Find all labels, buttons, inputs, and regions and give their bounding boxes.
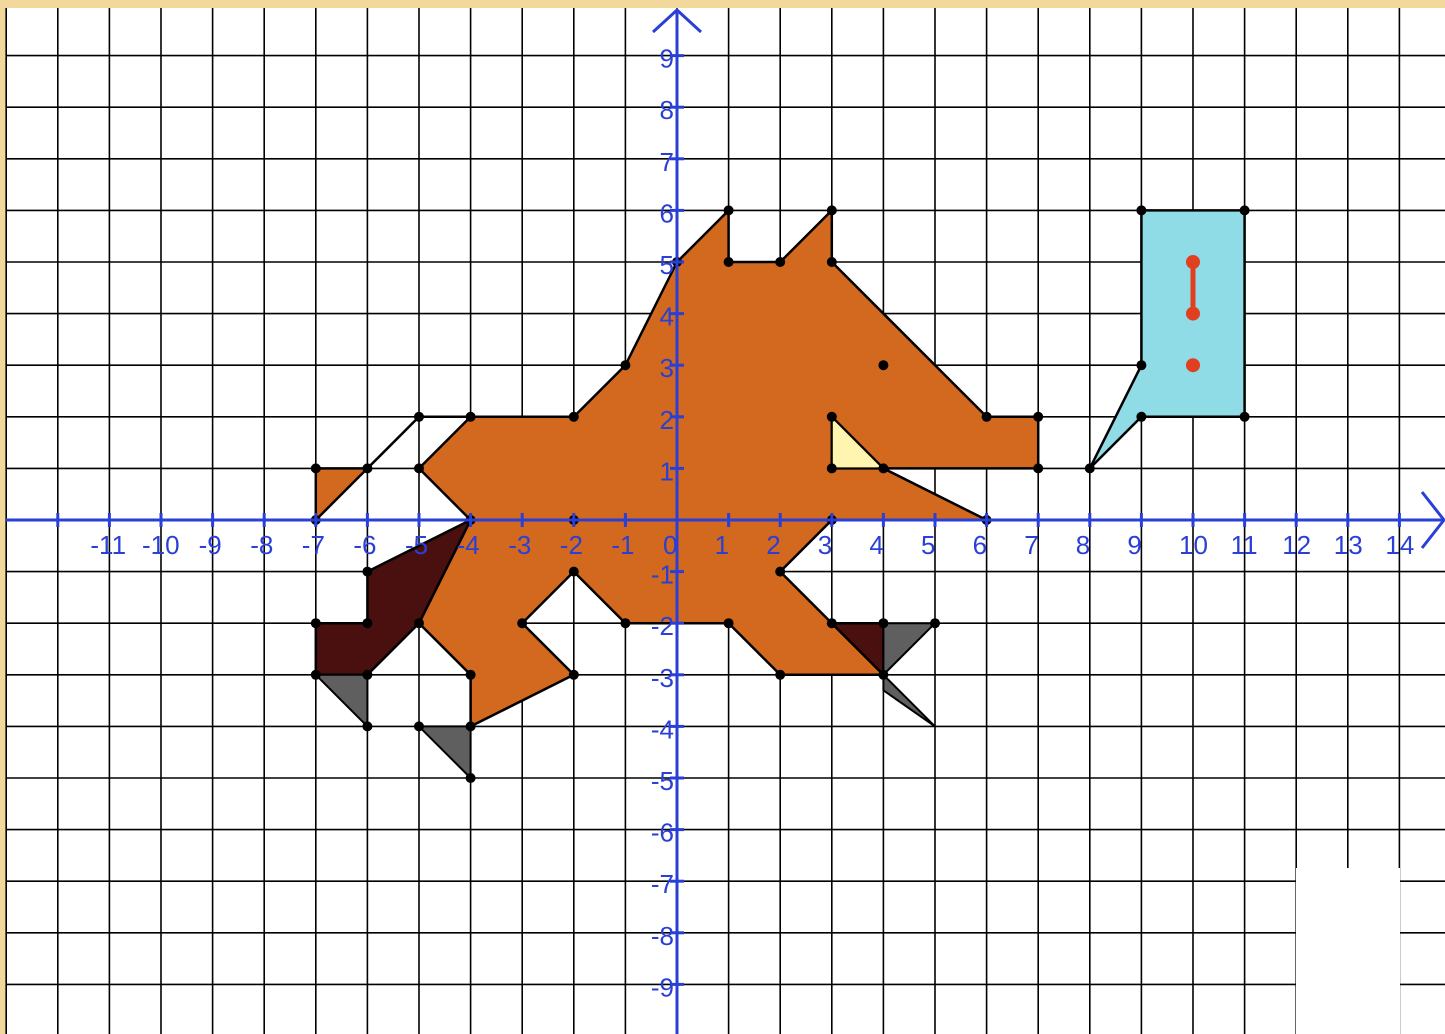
vertex-point	[1136, 412, 1146, 422]
vertex-point	[1033, 463, 1043, 473]
vertex-point	[930, 618, 940, 628]
vertex-point	[827, 618, 837, 628]
vertex-point	[775, 670, 785, 680]
x-tick-label: 14	[1385, 530, 1414, 560]
y-tick-label: 4	[660, 302, 674, 332]
vertex-point	[724, 618, 734, 628]
vertex-point	[466, 773, 476, 783]
vertex-point	[1240, 205, 1250, 215]
exclamation-bottom-point	[1186, 307, 1200, 321]
vertex-point	[311, 463, 321, 473]
x-tick-label: 4	[869, 530, 883, 560]
vertex-point	[466, 670, 476, 680]
x-tick-label: -8	[250, 530, 273, 560]
vertex-point	[569, 567, 579, 577]
x-tick-label: -4	[457, 530, 480, 560]
vertex-point	[362, 463, 372, 473]
y-tick-label: -1	[651, 560, 674, 590]
vertex-point	[620, 360, 630, 370]
x-tick-label: 6	[973, 530, 987, 560]
vertex-point	[878, 618, 888, 628]
y-tick-label: -5	[651, 766, 674, 796]
x-tick-label: 8	[1076, 530, 1090, 560]
x-tick-label: -1	[611, 530, 634, 560]
exclamation-top-point	[1186, 255, 1200, 269]
vertex-point	[827, 463, 837, 473]
vertex-point	[775, 567, 785, 577]
x-tick-label: -6	[353, 530, 376, 560]
vertex-point	[1136, 360, 1146, 370]
vertex-point	[414, 721, 424, 731]
y-tick-label: 7	[660, 147, 674, 177]
y-tick-label: 5	[660, 250, 674, 280]
y-tick-label: -7	[651, 869, 674, 899]
vertex-point	[311, 618, 321, 628]
vertex-point	[724, 257, 734, 267]
y-tick-label: -2	[651, 611, 674, 641]
x-tick-label: 9	[1127, 530, 1141, 560]
vertex-point	[466, 721, 476, 731]
vertex-point	[569, 670, 579, 680]
x-tick-label: 2	[766, 530, 780, 560]
vertex-point	[878, 360, 888, 370]
vertex-point	[827, 257, 837, 267]
vertex-point	[362, 721, 372, 731]
x-tick-label: -2	[560, 530, 583, 560]
y-tick-label: -9	[651, 972, 674, 1002]
vertex-point	[982, 412, 992, 422]
vertex-point	[827, 205, 837, 215]
x-tick-label: 12	[1282, 530, 1311, 560]
x-tick-label: 1	[715, 530, 729, 560]
vertex-point	[414, 412, 424, 422]
vertex-point	[517, 618, 527, 628]
y-tick-label: -8	[651, 921, 674, 951]
x-tick-label: -5	[405, 530, 428, 560]
vertex-point	[1240, 412, 1250, 422]
vertex-point	[878, 670, 888, 680]
y-tick-label: -4	[651, 714, 674, 744]
x-tick-label: 7	[1024, 530, 1038, 560]
vertex-point	[724, 205, 734, 215]
vertex-point	[362, 670, 372, 680]
vertex-point	[414, 618, 424, 628]
vertex-point	[1085, 463, 1095, 473]
x-tick-label: 5	[921, 530, 935, 560]
vertex-point	[878, 463, 888, 473]
x-tick-label: 10	[1179, 530, 1208, 560]
vertex-point	[620, 618, 630, 628]
y-tick-label: 2	[660, 405, 674, 435]
x-tick-label: -7	[302, 530, 325, 560]
y-tick-label: 8	[660, 95, 674, 125]
y-tick-label: 6	[660, 198, 674, 228]
y-tick-label: -6	[651, 818, 674, 848]
vertex-point	[1033, 412, 1043, 422]
x-tick-label: -9	[199, 530, 222, 560]
exclamation-dot	[1186, 358, 1200, 372]
x-tick-label: 13	[1334, 530, 1363, 560]
vertex-point	[466, 412, 476, 422]
vertex-point	[827, 412, 837, 422]
blank-corner-patch	[1296, 868, 1400, 1034]
vertex-point	[775, 257, 785, 267]
x-tick-label: -3	[508, 530, 531, 560]
vertex-point	[362, 618, 372, 628]
x-tick-label: -11	[90, 530, 126, 560]
vertex-point	[362, 567, 372, 577]
x-tick-label: 11	[1231, 530, 1258, 560]
vertex-point	[1136, 205, 1146, 215]
x-tick-label: 3	[818, 530, 832, 560]
x-tick-label: 0	[663, 530, 677, 560]
y-tick-label: -3	[651, 663, 674, 693]
y-tick-label: 9	[660, 44, 674, 74]
x-tick-label: -10	[142, 530, 180, 560]
vertex-point	[414, 463, 424, 473]
y-tick-label: 1	[660, 456, 674, 486]
y-tick-label: 3	[660, 353, 674, 383]
vertex-point	[569, 412, 579, 422]
vertex-point	[311, 670, 321, 680]
